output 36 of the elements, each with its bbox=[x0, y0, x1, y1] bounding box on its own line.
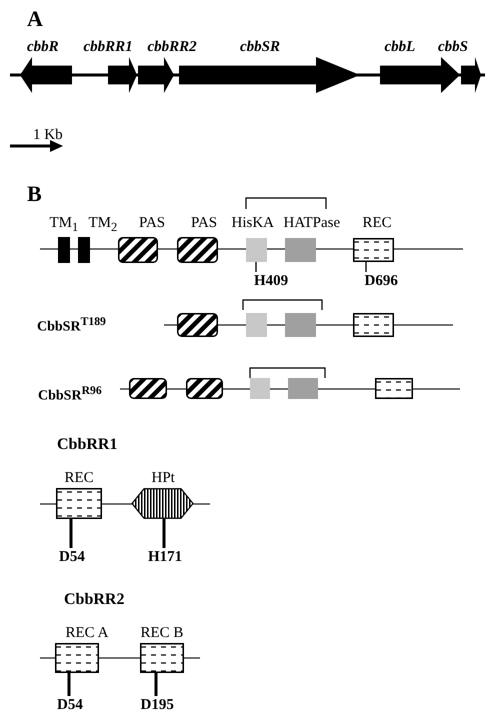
residue-label: H409 bbox=[254, 274, 288, 289]
domain-label: TM$_{2}$ bbox=[88, 216, 118, 234]
domain-label: REC bbox=[64, 471, 94, 486]
gene-name: cbbSR bbox=[240, 40, 280, 55]
scale-label: 1 Kb bbox=[33, 128, 63, 143]
leader-line bbox=[68, 673, 70, 696]
gene-name: cbbL bbox=[384, 40, 416, 55]
leader-line bbox=[70, 519, 72, 548]
domain-label: HisKA bbox=[232, 216, 274, 231]
leader-line bbox=[255, 262, 257, 272]
residue-label: D54 bbox=[59, 550, 85, 565]
gene-name: cbbS bbox=[438, 40, 468, 55]
protein-name: CbbRR1 bbox=[57, 437, 118, 453]
domain-label: REC B bbox=[140, 626, 184, 641]
residue-label: D195 bbox=[140, 698, 174, 713]
leader-line bbox=[162, 519, 166, 548]
domain-label: PAS bbox=[191, 216, 218, 231]
gene-name: cbbR bbox=[27, 40, 59, 55]
leader-line bbox=[365, 262, 367, 272]
residue-label: D696 bbox=[364, 274, 398, 289]
domain-label: TM$_{1}$ bbox=[50, 216, 78, 234]
panel-letter: B bbox=[27, 183, 42, 205]
gene-name: cbbRR1 bbox=[84, 40, 133, 55]
protein-name: CbbSR$^{R96}$ bbox=[38, 385, 102, 404]
leader-line bbox=[154, 673, 158, 696]
protein-name: CbbRR2 bbox=[64, 592, 124, 608]
gene-name: cbbRR2 bbox=[148, 40, 197, 55]
protein-name: CbbSR$^{T189}$ bbox=[37, 316, 106, 335]
domain-label: PAS bbox=[139, 216, 166, 231]
panel-letter: A bbox=[27, 8, 43, 30]
domain-label: HATPase bbox=[284, 216, 340, 231]
domain-label: REC bbox=[362, 216, 392, 231]
residue-label: D54 bbox=[57, 698, 83, 713]
domain-label: HPt bbox=[152, 471, 175, 486]
domain-label: REC A bbox=[66, 626, 108, 641]
residue-label: H171 bbox=[148, 550, 182, 565]
